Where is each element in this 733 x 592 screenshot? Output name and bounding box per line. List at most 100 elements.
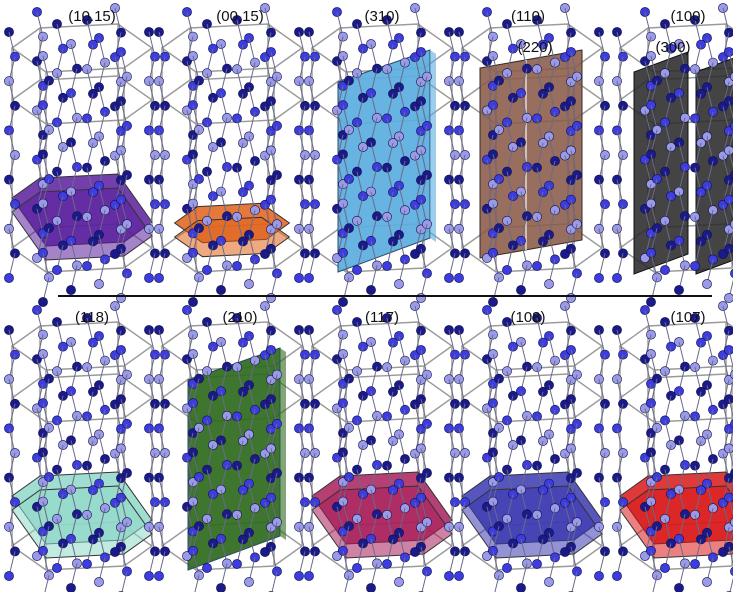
atom (680, 211, 690, 222)
atom (508, 191, 518, 202)
atom (618, 199, 628, 210)
atom (388, 187, 398, 198)
atom (416, 243, 426, 254)
atom (400, 205, 410, 216)
atom (304, 571, 314, 581)
atom (94, 577, 104, 587)
atom (450, 199, 460, 210)
atom (202, 563, 212, 573)
atom (550, 205, 560, 216)
atom (82, 261, 92, 271)
panel-bottom-1 (154, 301, 310, 592)
atom (338, 247, 348, 258)
frame-hexagon (10, 23, 154, 73)
atom (358, 191, 368, 202)
atom (82, 211, 92, 222)
panel-top-1 (154, 3, 310, 307)
atom-columns (612, 3, 733, 307)
atom (502, 563, 512, 573)
atom (366, 583, 376, 592)
atom (266, 243, 276, 254)
atom (702, 279, 712, 289)
atom (444, 571, 454, 581)
atom (294, 273, 304, 283)
atom (612, 223, 622, 234)
atom (572, 219, 582, 230)
atom (10, 199, 20, 210)
atom (160, 199, 170, 210)
atom (690, 211, 700, 222)
atom (116, 243, 126, 254)
atom (154, 571, 164, 581)
atom (724, 194, 733, 205)
atom (216, 285, 226, 295)
atom (52, 563, 62, 573)
panel-bottom-4 (612, 301, 733, 592)
atom (144, 571, 154, 581)
label-100: (100) (670, 8, 705, 25)
atom (652, 223, 662, 234)
lattice-plane (11, 173, 153, 261)
bond (494, 575, 500, 592)
bond (728, 248, 733, 268)
label-00-15: (00.15) (216, 8, 264, 25)
atom (646, 297, 656, 307)
atom (208, 191, 218, 202)
atom (724, 345, 733, 355)
panel-bottom-0 (4, 301, 160, 592)
plane-edge (430, 50, 436, 242)
bond (194, 575, 200, 592)
atom (194, 223, 204, 234)
label-107: (107) (670, 309, 705, 326)
atom (58, 191, 68, 202)
atom (202, 215, 212, 226)
atom (310, 199, 320, 210)
atom (516, 583, 526, 592)
bond (728, 448, 733, 467)
atom (594, 223, 604, 234)
lattice-plane (311, 471, 453, 559)
panel-bottom-2 (304, 301, 460, 592)
atom (594, 273, 604, 283)
atom (338, 297, 348, 307)
atom (690, 261, 700, 271)
atom (294, 571, 304, 581)
atom (382, 261, 392, 271)
atom-columns (304, 301, 460, 592)
atom (730, 170, 733, 180)
atom (666, 191, 676, 202)
atom (300, 199, 310, 210)
frame-hexagon (460, 321, 604, 371)
atom (304, 273, 314, 283)
atom (244, 577, 254, 587)
atom (144, 273, 154, 283)
atom (232, 261, 242, 271)
atom (544, 577, 554, 587)
atom (612, 571, 622, 581)
bond (728, 150, 733, 169)
atom (696, 187, 706, 198)
atom (516, 235, 526, 246)
atom (730, 566, 733, 576)
atom (730, 219, 733, 229)
atom (724, 243, 733, 254)
bond (728, 101, 733, 120)
atom (382, 211, 392, 222)
atom (724, 394, 733, 405)
atom (202, 265, 212, 275)
atom (344, 223, 354, 234)
atom (730, 468, 733, 478)
atom (730, 121, 733, 131)
bond (728, 546, 733, 566)
atom (708, 205, 718, 216)
atom (250, 205, 260, 216)
frame-hexagon (10, 373, 154, 423)
frame-hexagon (160, 23, 304, 73)
atom (730, 72, 733, 82)
atom (674, 285, 684, 295)
atom (66, 583, 76, 592)
label-108: (108) (510, 309, 545, 326)
panel-bottom-3 (454, 301, 610, 592)
atom (454, 571, 464, 581)
